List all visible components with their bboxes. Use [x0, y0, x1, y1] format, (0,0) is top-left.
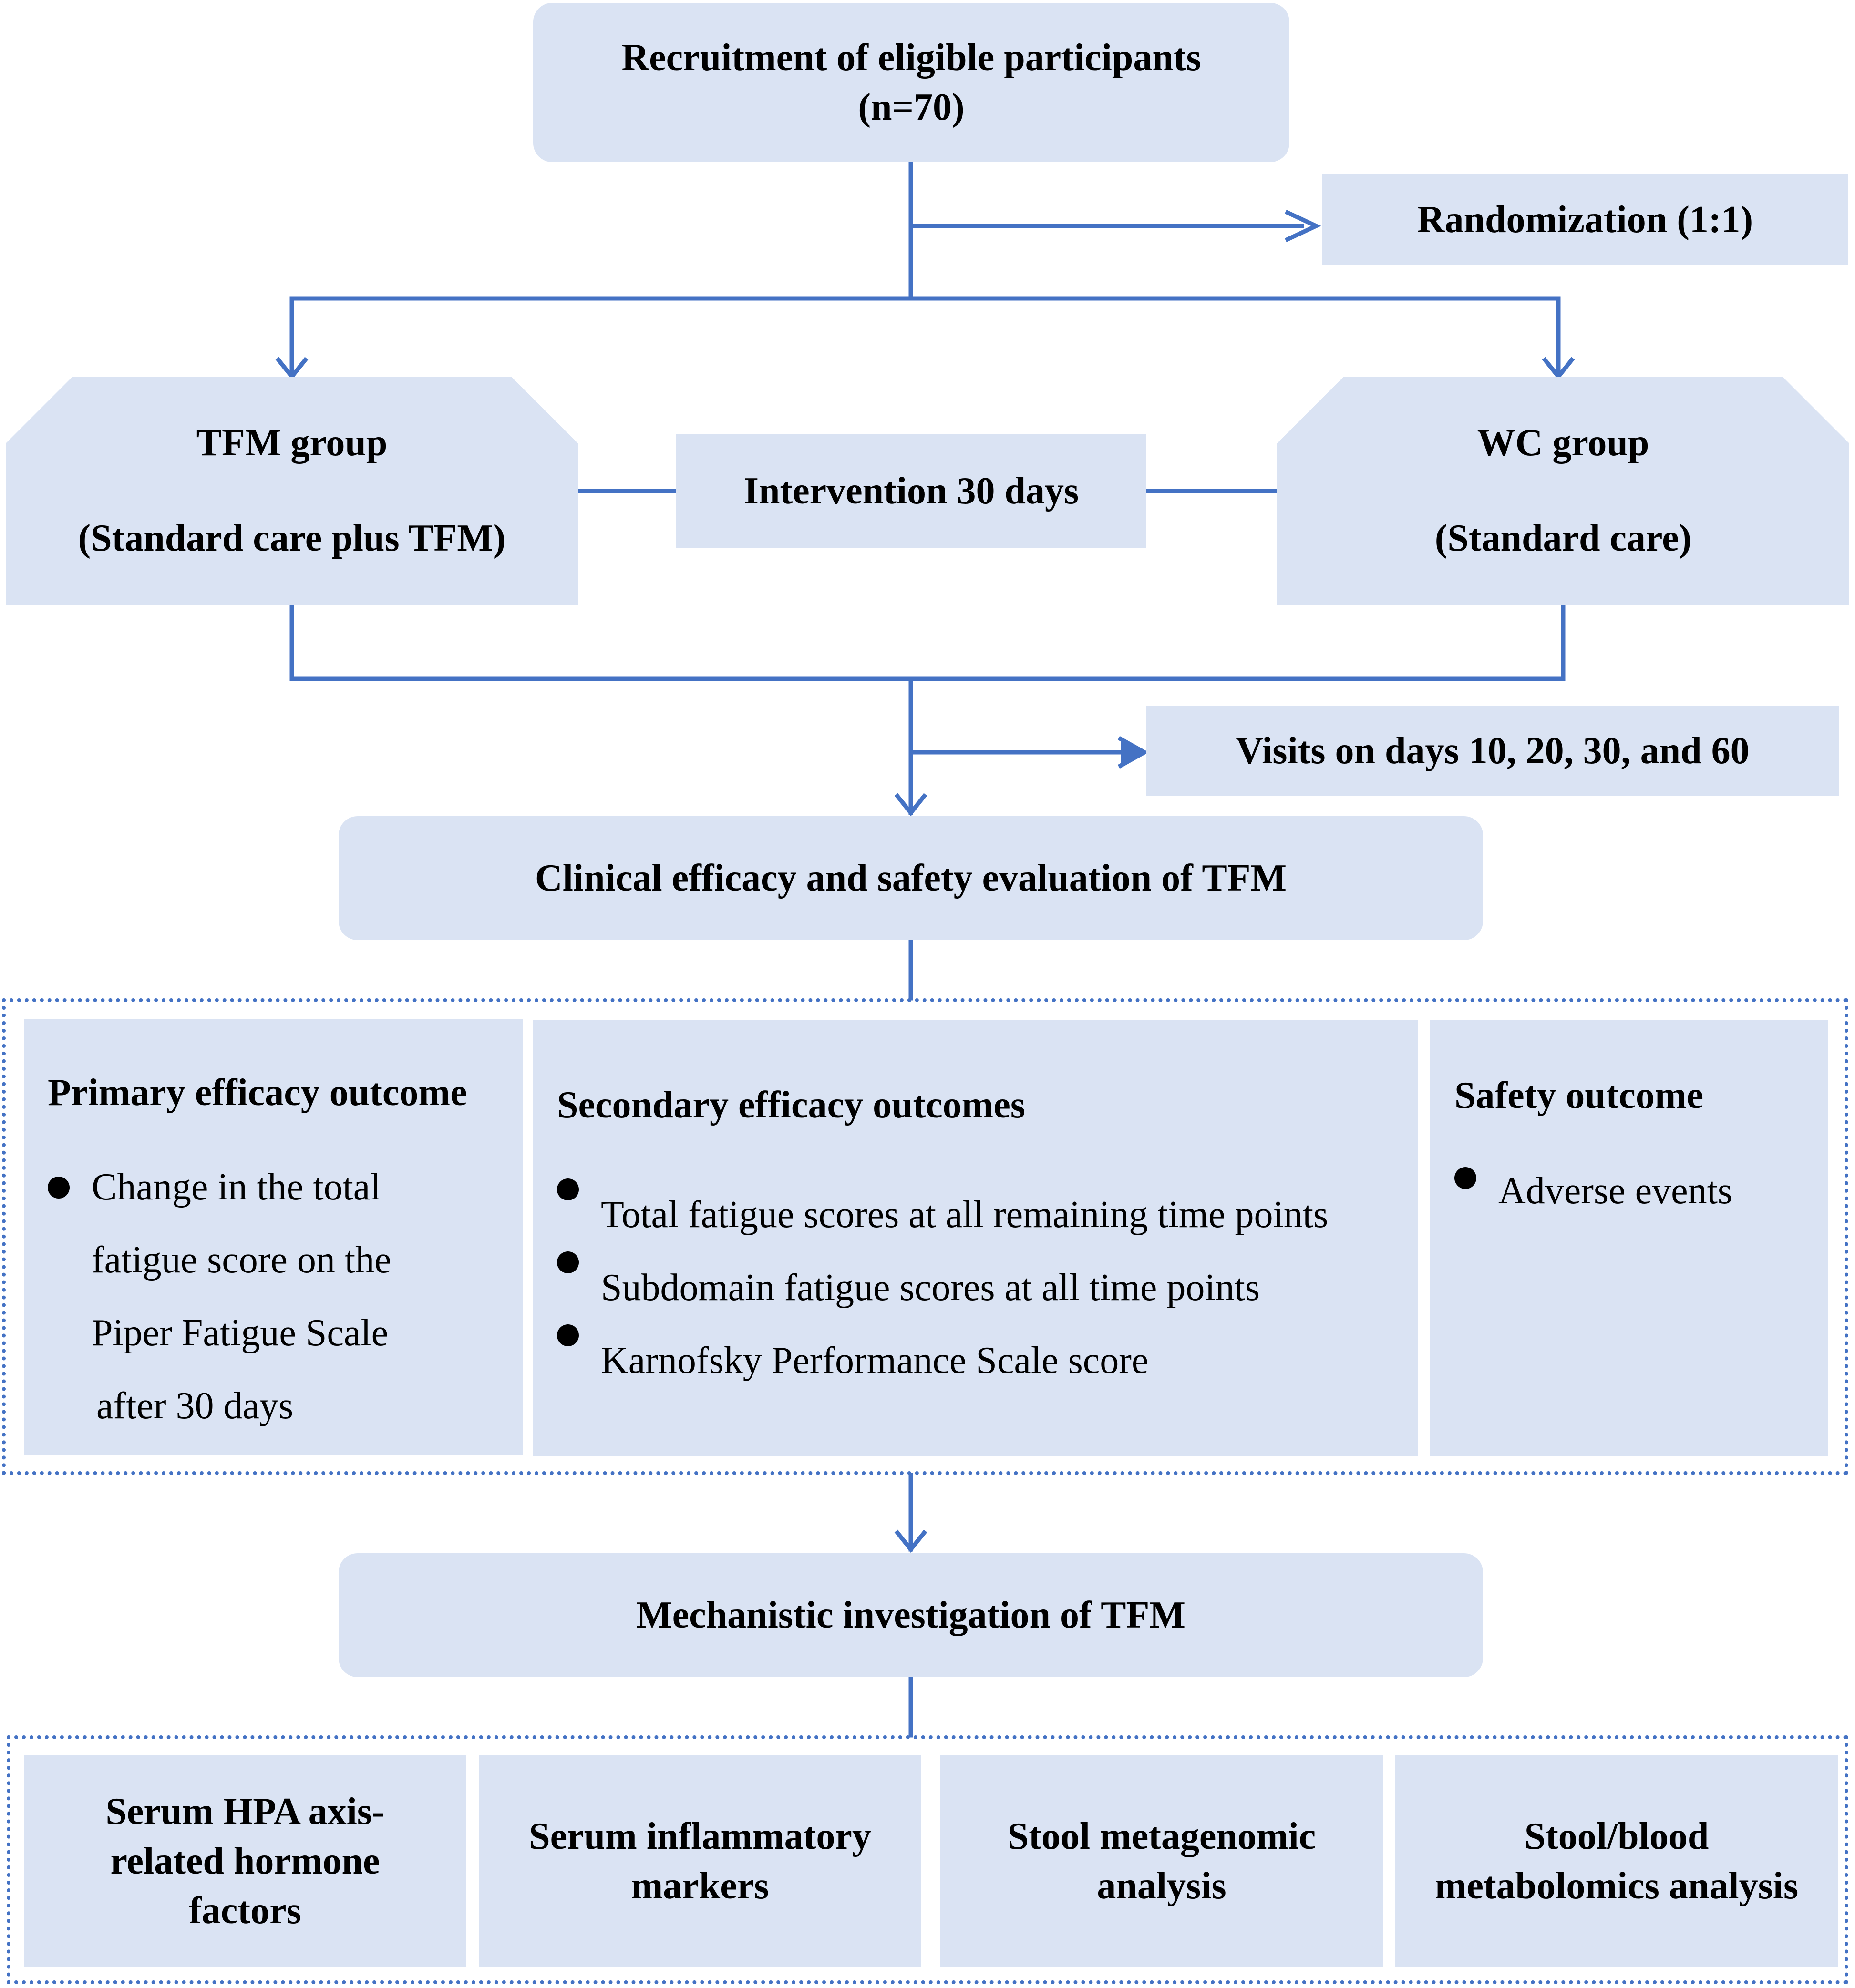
- recruitment-count: (n=70): [858, 86, 965, 128]
- marker-hpa-line-3: factors: [189, 1890, 301, 1932]
- marker-metagenomic-line-1: Stool metagenomic: [1007, 1815, 1316, 1857]
- marker-hpa-line-1: Serum HPA axis-: [105, 1791, 385, 1833]
- randomization-label: Randomization (1:1): [1417, 199, 1753, 241]
- secondary-outcomes-list: Total fatigue scores at all remaining ti…: [557, 1178, 1418, 1397]
- primary-outcome-line-4: after 30 days: [96, 1385, 294, 1427]
- randomization-box: Randomization (1:1): [1322, 174, 1848, 265]
- clinical-evaluation-label: Clinical efficacy and safety evaluation …: [535, 857, 1287, 899]
- secondary-outcomes-box: Secondary efficacy outcomes Total fatigu…: [533, 1020, 1418, 1456]
- tfm-group-title: TFM group: [196, 422, 388, 464]
- marker-box-hpa: Serum HPA axis- related hormone factors: [24, 1755, 466, 1967]
- secondary-outcomes-title: Secondary efficacy outcomes: [557, 1084, 1025, 1126]
- arrow-to-randomization-head: [1285, 210, 1321, 242]
- marker-hpa-line-2: related hormone: [110, 1840, 380, 1882]
- marker-inflammatory-line-2: markers: [631, 1865, 769, 1907]
- safety-outcome-list: Adverse events: [1454, 1167, 1828, 1215]
- safety-outcome-title: Safety outcome: [1454, 1075, 1704, 1117]
- bullet-icon: [48, 1177, 70, 1199]
- wc-group-subtitle: (Standard care): [1434, 517, 1692, 559]
- marker-box-inflammatory: Serum inflammatory markers: [479, 1755, 921, 1967]
- safety-outcome-box: Safety outcome Adverse events: [1430, 1020, 1828, 1456]
- recruitment-label: Recruitment of eligible participants: [621, 37, 1201, 79]
- wc-group-box: WC group (Standard care): [1277, 377, 1849, 605]
- marker-box-metagenomic: Stool metagenomic analysis: [940, 1755, 1383, 1967]
- visits-box: Visits on days 10, 20, 30, and 60: [1146, 706, 1839, 796]
- intervention-label: Intervention 30 days: [743, 470, 1079, 512]
- connector-groups-merge: [289, 602, 1566, 681]
- marker-metabolomics-line-1: Stool/blood: [1524, 1815, 1709, 1857]
- markers-frame: [7, 1735, 1848, 1984]
- wc-group-title: WC group: [1477, 422, 1649, 464]
- secondary-outcome-text: Total fatigue scores at all remaining ti…: [601, 1194, 1329, 1236]
- visits-label: Visits on days 10, 20, 30, and 60: [1236, 730, 1750, 772]
- secondary-outcome-text: Karnofsky Performance Scale score: [601, 1340, 1149, 1382]
- mechanistic-investigation-label: Mechanistic investigation of TFM: [636, 1594, 1185, 1636]
- secondary-outcome-text: Subdomain fatigue scores at all time poi…: [601, 1267, 1260, 1309]
- safety-outcome-item: Adverse events: [1454, 1167, 1828, 1215]
- marker-box-metabolomics: Stool/blood metabolomics analysis: [1395, 1755, 1838, 1967]
- secondary-outcome-item: Karnofsky Performance Scale score: [557, 1324, 1418, 1397]
- secondary-outcome-item: Subdomain fatigue scores at all time poi…: [557, 1251, 1418, 1324]
- secondary-outcome-item: Total fatigue scores at all remaining ti…: [557, 1178, 1418, 1251]
- primary-outcome-line-3: Piper Fatigue Scale: [92, 1312, 389, 1354]
- primary-outcome-line-2: fatigue score on the: [92, 1239, 392, 1281]
- safety-outcome-text: Adverse events: [1498, 1170, 1732, 1212]
- primary-outcome-box: Primary efficacy outcome Change in the t…: [24, 1019, 523, 1455]
- intervention-box: Intervention 30 days: [676, 434, 1146, 548]
- marker-metagenomic-line-2: analysis: [1097, 1865, 1226, 1907]
- tfm-group-subtitle: (Standard care plus TFM): [78, 517, 506, 559]
- arrow-to-visits-head: [1117, 736, 1149, 769]
- clinical-evaluation-box: Clinical efficacy and safety evaluation …: [339, 816, 1483, 940]
- arrow-to-mechanistic-head: [894, 1529, 928, 1553]
- primary-outcome-title: Primary efficacy outcome: [48, 1072, 467, 1114]
- marker-metabolomics-line-2: metabolomics analysis: [1434, 1865, 1799, 1907]
- primary-outcome-line-1: Change in the total: [92, 1166, 381, 1208]
- marker-inflammatory-line-1: Serum inflammatory: [529, 1815, 871, 1857]
- outcomes-frame: [2, 998, 1848, 1475]
- tfm-group-box: TFM group (Standard care plus TFM): [6, 377, 578, 605]
- arrow-to-clinical-head: [894, 793, 928, 817]
- primary-outcome-item: Change in the total fatigue score on the…: [48, 1151, 523, 1443]
- mechanistic-investigation-box: Mechanistic investigation of TFM: [339, 1553, 1483, 1677]
- recruitment-box: Recruitment of eligible participants (n=…: [533, 3, 1289, 162]
